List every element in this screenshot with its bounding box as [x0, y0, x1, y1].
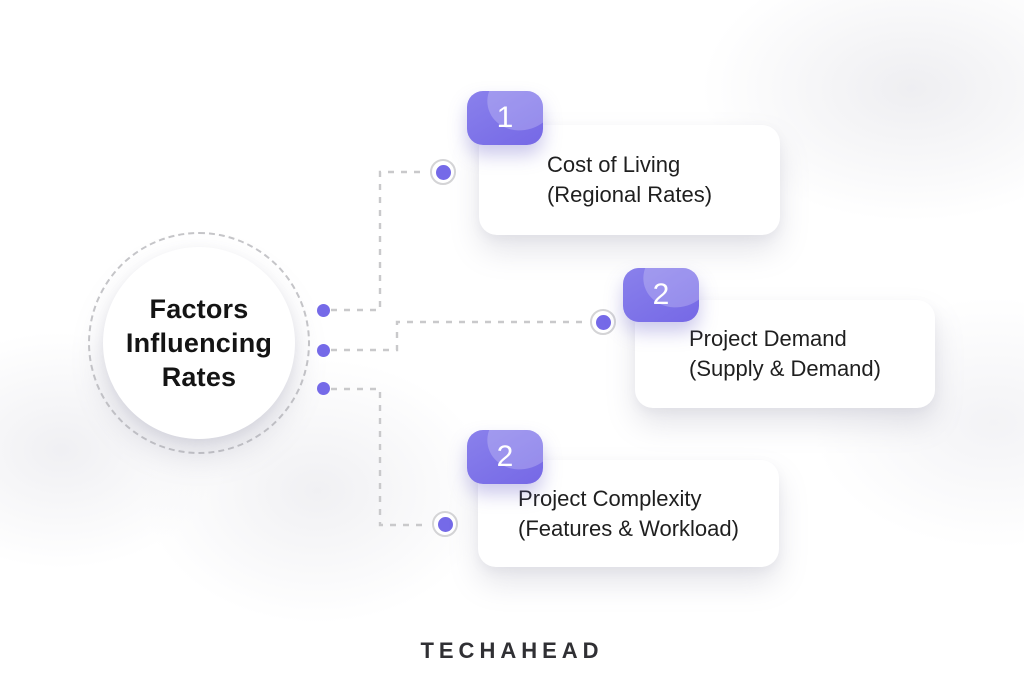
step-badge-2: 2: [623, 268, 699, 322]
branch-dot-1: [317, 304, 330, 317]
central-node-label: Factors Influencing Rates: [125, 294, 273, 392]
branch-dot-3: [317, 382, 330, 395]
step-badge-3-number: 2: [496, 440, 514, 473]
factor-title: Project Demand: [689, 326, 847, 351]
node-connector-dot-3: [432, 511, 458, 537]
node-connector-dot-2: [590, 309, 616, 335]
central-node: Factors Influencing Rates: [103, 247, 295, 439]
step-badge-3: 2: [467, 430, 543, 484]
factor-subtitle: (Supply & Demand): [689, 356, 881, 381]
connector-path-2: [331, 320, 587, 352]
central-node-dashed-ring: [88, 232, 310, 454]
node-connector-dot-1: [430, 159, 456, 185]
connector-path-3: [331, 387, 429, 527]
factor-title: Project Complexity: [518, 485, 702, 511]
brand-logo: TECHAHEAD: [420, 638, 604, 663]
step-badge-1: 1: [467, 91, 543, 145]
step-badge-2-number: 2: [652, 278, 670, 311]
factor-subtitle: (Regional Rates): [546, 182, 713, 207]
factor-title: Cost of Living: [546, 152, 681, 177]
step-badge-1-number: 1: [496, 101, 514, 134]
connector-path-1: [331, 170, 427, 312]
branch-dot-2: [317, 344, 330, 357]
factor-subtitle: (Features & Workload): [518, 515, 739, 541]
